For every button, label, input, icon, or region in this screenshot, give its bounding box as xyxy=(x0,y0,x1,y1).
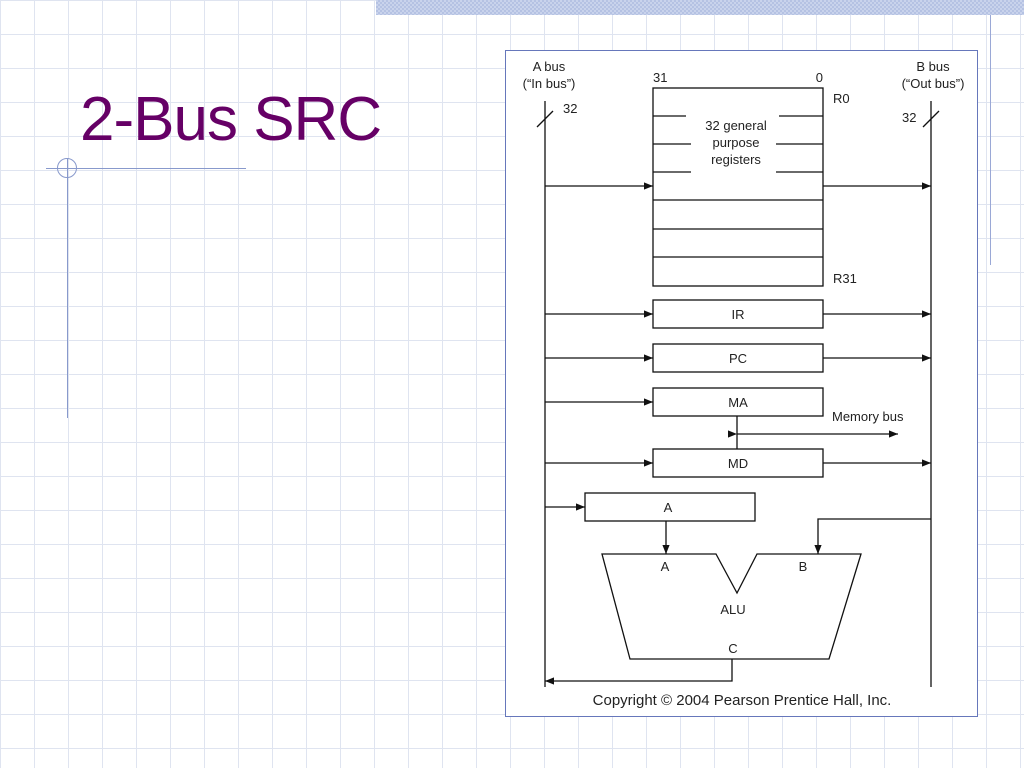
regfile-text-line1: 32 general xyxy=(705,118,767,133)
right-decorative-rule xyxy=(990,15,991,265)
a-bus-width: 32 xyxy=(563,101,577,116)
copyright-text: Copyright © 2004 Pearson Prentice Hall, … xyxy=(593,692,892,709)
regfile-bit-high: 31 xyxy=(653,70,667,85)
regfile-text-line3: registers xyxy=(711,152,761,167)
b-bus-sublabel: (“Out bus”) xyxy=(902,76,965,91)
a-bus-sublabel: (“In bus”) xyxy=(523,76,576,91)
left-decorative-rule xyxy=(67,158,68,418)
md-label: MD xyxy=(728,456,748,471)
slide-title: 2-Bus SRC xyxy=(80,85,382,154)
src-bus-diagram: A bus (“In bus”) 32 B bus (“Out bus”) 32… xyxy=(505,50,978,717)
a-register-label: A xyxy=(664,500,673,515)
title-underline xyxy=(46,168,246,169)
ma-label: MA xyxy=(728,395,748,410)
b-bus-width-slash xyxy=(922,110,940,128)
register-file xyxy=(652,87,824,287)
alu-input-b-label: B xyxy=(799,559,808,574)
top-decorative-band xyxy=(376,0,1024,15)
pc-label: PC xyxy=(729,351,747,366)
alu-input-a-label: A xyxy=(661,559,670,574)
a-bus-width-slash xyxy=(536,110,554,128)
alu-output-c-label: C xyxy=(728,641,737,656)
regfile-bit-low: 0 xyxy=(816,70,823,85)
r31-label: R31 xyxy=(833,271,857,286)
alu-label: ALU xyxy=(720,602,745,617)
alu-output-arrow xyxy=(545,659,733,685)
b-bus-label: B bus xyxy=(916,59,950,74)
decorative-circle-icon xyxy=(57,158,77,178)
regfile-text-line2: purpose xyxy=(713,135,760,150)
memory-bus-label: Memory bus xyxy=(832,409,904,424)
r0-label: R0 xyxy=(833,91,850,106)
b-bus-width: 32 xyxy=(902,110,916,125)
alu-shape xyxy=(601,553,862,660)
a-bus-label: A bus xyxy=(533,59,566,74)
b-bus-to-alu-arrow xyxy=(814,518,931,554)
ir-label: IR xyxy=(732,307,745,322)
